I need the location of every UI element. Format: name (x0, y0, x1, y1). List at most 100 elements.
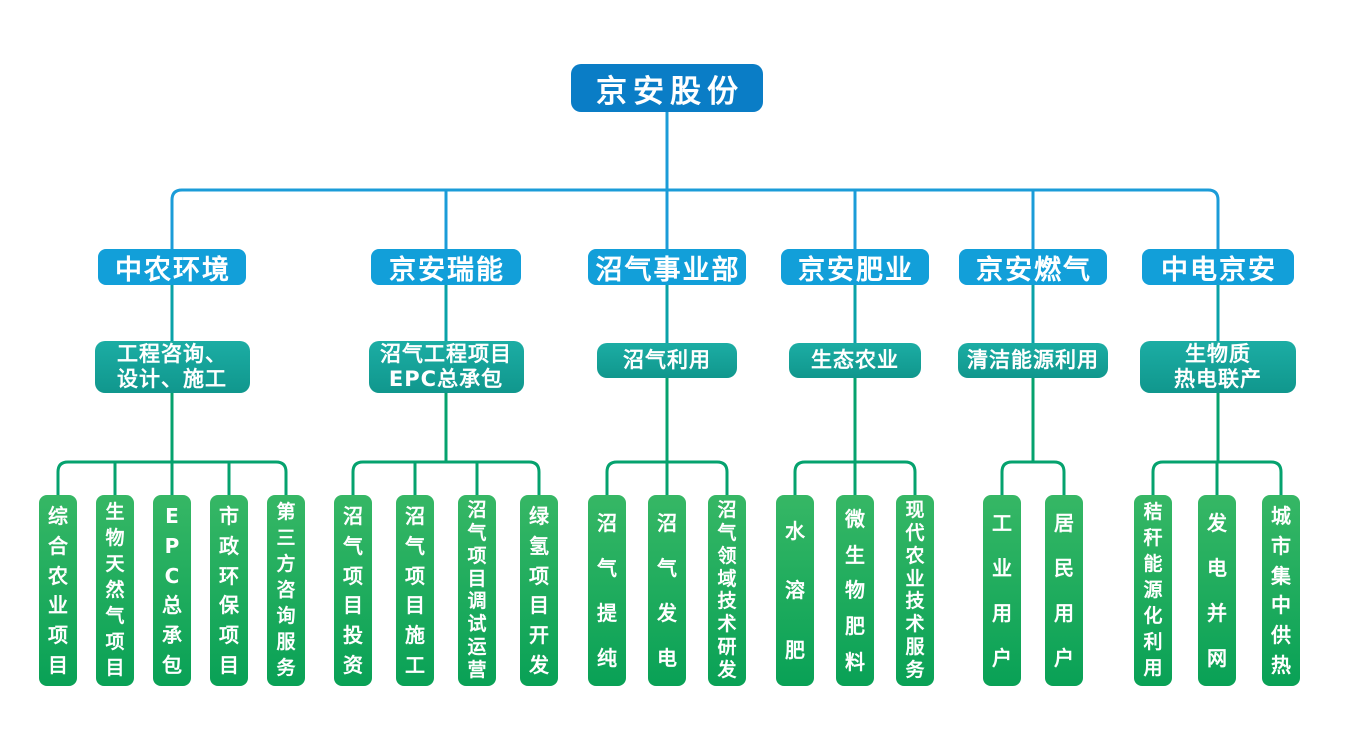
child-node-char: 秆 (1143, 526, 1163, 549)
child-node-char: 目 (467, 567, 487, 590)
child-node-char: 电 (1207, 556, 1227, 581)
connector-path (1000, 460, 1066, 495)
child-node-char: 氢 (529, 533, 549, 558)
child-node-char: 目 (48, 653, 68, 678)
connector-path (351, 460, 541, 495)
child-node-char: 利 (1143, 631, 1163, 654)
child-node-char: 方 (276, 552, 296, 575)
child-node-char: 发 (529, 653, 549, 678)
child-node-char: 供 (1271, 623, 1291, 648)
child-node-char: 项 (343, 563, 363, 588)
function-node-3: 沼气利用 (597, 343, 737, 378)
child-node-char: 气 (657, 556, 677, 581)
child-node-char: 务 (905, 659, 925, 682)
child-node-char: 业 (48, 593, 68, 618)
child-node-char: 发 (717, 659, 737, 682)
child-node-char: 物 (845, 578, 865, 603)
function-node-5: 清洁能源利用 (958, 343, 1108, 378)
child-node-char: E (165, 503, 179, 528)
child-node-char: 技 (905, 590, 925, 613)
child-node-char: 户 (1054, 645, 1074, 670)
child-node-char: 投 (343, 623, 363, 648)
child-node-char: 承 (162, 623, 182, 648)
child-node-char: 沼 (405, 503, 425, 528)
child-node-char: 然 (105, 578, 125, 601)
child-node-char: 集 (1271, 563, 1291, 588)
child-node: 发电并网 (1198, 495, 1236, 686)
child-node-char: 服 (276, 631, 296, 654)
child-node-char: 并 (1207, 600, 1227, 625)
child-node-char: 环 (219, 563, 239, 588)
child-node-char: 项 (105, 631, 125, 654)
child-node-char: 现 (905, 498, 925, 521)
child-node-char: 生 (105, 500, 125, 523)
function-node-line: 热电联产 (1174, 367, 1262, 391)
child-node-char: 中 (1271, 593, 1291, 618)
child-node: 绿氢项目开发 (520, 495, 558, 686)
child-node-char: 项 (219, 623, 239, 648)
child-node-char: 用 (992, 600, 1012, 625)
function-node-line: 工程咨询、 (117, 342, 227, 367)
child-node: 秸秆能源化利用 (1134, 495, 1172, 686)
child-node-char: 项 (405, 563, 425, 588)
child-node-char: 水 (785, 518, 805, 543)
child-node-char: 秸 (1143, 500, 1163, 523)
child-node-char: 工 (405, 653, 425, 678)
branch-node-4: 京安肥业 (781, 249, 929, 286)
child-node-char: 城 (1271, 503, 1291, 528)
child-node-char: 目 (343, 593, 363, 618)
child-node-char: 代 (905, 521, 925, 544)
branch-node-1: 中农环境 (98, 249, 246, 286)
child-node-char: 气 (717, 521, 737, 544)
function-node-line: 清洁能源利用 (967, 348, 1099, 373)
child-node-char: 农 (48, 563, 68, 588)
child-node-char: 沼 (343, 503, 363, 528)
child-node-char: 第 (276, 500, 296, 523)
child-node-char: 气 (467, 521, 487, 544)
child-node-char: 试 (467, 613, 487, 636)
child-node-char: C (164, 563, 180, 588)
child-node-char: 沼 (717, 498, 737, 521)
child-node: 现代农业技术服务 (896, 495, 934, 686)
child-node-char: 开 (529, 623, 549, 648)
child-node-char: 领 (717, 544, 737, 567)
child-node-char: 询 (276, 605, 296, 628)
child-node-char: 户 (992, 645, 1012, 670)
child-node-char: 项 (48, 623, 68, 648)
child-node-char: 生 (845, 542, 865, 567)
child-node-char: 三 (276, 526, 296, 549)
child-node-char: P (164, 533, 180, 558)
child-node-char: 气 (405, 533, 425, 558)
child-node-char: 务 (276, 657, 296, 680)
child-node-char: 目 (105, 657, 125, 680)
child-node-char: 服 (905, 636, 925, 659)
child-node-char: 沼 (597, 511, 617, 536)
root-node-label: 京安股份 (596, 73, 744, 110)
child-node-char: 民 (1054, 556, 1074, 581)
function-node-line: 沼气工程项目 (380, 342, 512, 367)
child-node-char: 天 (105, 552, 125, 575)
child-node-char: 目 (529, 593, 549, 618)
child-node: 生物天然气项目 (96, 495, 134, 686)
child-node-char: 气 (597, 556, 617, 581)
function-node-line: 设计、施工 (117, 367, 227, 391)
branch-node-5: 京安燃气 (959, 249, 1107, 286)
child-node-char: 业 (992, 556, 1012, 581)
child-node-char: 综 (48, 503, 68, 528)
function-node-line: 生物质 (1185, 342, 1251, 367)
child-node: 水溶肥 (776, 495, 814, 686)
child-node-char: 源 (1143, 578, 1163, 601)
child-node: 沼气项目调试运营 (458, 495, 496, 686)
child-node-char: 项 (529, 563, 549, 588)
child-node-char: 运 (467, 636, 487, 659)
child-node: 居民用户 (1045, 495, 1083, 686)
child-node: 沼气领域技术研发 (708, 495, 746, 686)
child-node-char: 热 (1271, 653, 1291, 678)
function-node-line: 生态农业 (811, 348, 899, 373)
function-node-6: 生物质热电联产 (1140, 341, 1296, 393)
child-node: 市政环保项目 (210, 495, 248, 686)
child-node-char: 市 (219, 503, 239, 528)
